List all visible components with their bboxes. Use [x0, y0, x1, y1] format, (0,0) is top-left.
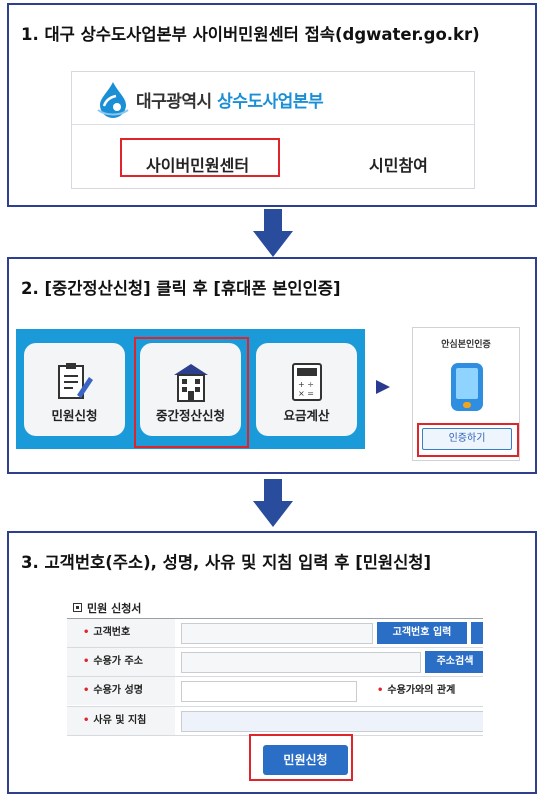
tile-label: 중간정산신청	[155, 408, 225, 423]
form-row-name: •수용가 성명 •수용가와의 관계	[67, 677, 483, 707]
field-label: •수용가 성명	[67, 677, 175, 705]
step3-title: 3. 고객번호(주소), 성명, 사유 및 지침 입력 후 [민원신청]	[21, 553, 432, 572]
service-menu-band: 민원신청 중간정산신청 + ÷ × = 요금계산	[16, 329, 365, 449]
relationship-label: •수용가와의 관계	[377, 685, 456, 696]
logo-org: 상수도사업본부	[217, 92, 324, 112]
form-title: 민원 신청서	[87, 602, 142, 615]
form-row-address: •수용가 주소 주소검색	[67, 648, 483, 677]
water-drop-logo-icon	[97, 82, 129, 118]
identity-auth-card: 안심본인인증 인증하기	[412, 327, 520, 461]
svg-text:× =: × =	[298, 389, 314, 398]
submit-civil-request-button[interactable]: 민원신청	[263, 745, 348, 775]
step2-panel: 2. [중간정산신청] 클릭 후 [휴대폰 본인인증] 민원신청	[7, 257, 537, 474]
form-row-customer-number: •고객번호 고객번호 입력	[67, 619, 483, 648]
extra-button-edge[interactable]	[471, 622, 483, 644]
customer-name-input[interactable]	[181, 681, 357, 702]
nav-cyber-civil-center[interactable]: 사이버민원센터	[146, 156, 250, 175]
tile-label: 민원신청	[51, 408, 98, 423]
tile-civil-request[interactable]: 민원신청	[24, 343, 125, 436]
highlight-box-auth-button	[417, 423, 519, 457]
site-logo-text[interactable]: 대구광역시 상수도사업본부	[136, 87, 324, 112]
customer-number-input[interactable]	[181, 623, 373, 644]
form-header: 민원 신청서	[67, 597, 483, 619]
step3-panel: 3. 고객번호(주소), 성명, 사유 및 지침 입력 후 [민원신청] 민원 …	[7, 531, 537, 794]
customer-number-button[interactable]: 고객번호 입력	[377, 622, 467, 644]
form-row-reason: •사유 및 지침	[67, 707, 483, 736]
smartphone-icon	[451, 363, 483, 411]
form-bullet-icon	[73, 603, 82, 612]
field-label: •고객번호	[67, 619, 175, 647]
step1-panel: 1. 대구 상수도사업본부 사이버민원센터 접속(dgwater.go.kr) …	[7, 3, 537, 207]
calculator-icon: + ÷ × =	[292, 363, 322, 401]
site-header: 대구광역시 상수도사업본부 사이버민원센터 시민참여	[71, 71, 475, 189]
down-arrow-icon	[253, 479, 293, 527]
building-icon	[174, 364, 208, 402]
down-arrow-icon	[253, 209, 293, 257]
civil-request-form: 민원 신청서 •고객번호 고객번호 입력 •수용가 주소 주소검색 •수용가 성…	[67, 597, 483, 787]
svg-text:+ ÷: + ÷	[298, 380, 314, 389]
header-divider	[72, 124, 474, 125]
address-input[interactable]	[181, 652, 421, 673]
highlight-box-interim-settlement	[134, 337, 249, 448]
field-label: •사유 및 지침	[67, 707, 175, 735]
field-label: •수용가 주소	[67, 648, 175, 676]
step1-title: 1. 대구 상수도사업본부 사이버민원센터 접속(dgwater.go.kr)	[21, 25, 480, 44]
nav-citizen-participation[interactable]: 시민참여	[369, 156, 428, 175]
step2-title: 2. [중간정산신청] 클릭 후 [휴대폰 본인인증]	[21, 279, 341, 298]
highlight-box-cyber-center	[120, 138, 280, 177]
logo-city: 대구광역시	[136, 92, 212, 112]
highlight-box-submit	[249, 734, 353, 781]
tile-interim-settlement[interactable]: 중간정산신청	[140, 343, 241, 436]
clipboard-pen-icon	[58, 363, 93, 399]
auth-card-title: 안심본인인증	[441, 340, 491, 350]
authenticate-button[interactable]: 인증하기	[422, 428, 512, 450]
reason-input[interactable]	[181, 711, 483, 732]
play-arrow-icon	[376, 380, 390, 394]
address-search-button[interactable]: 주소검색	[425, 651, 483, 673]
tile-label: 요금계산	[283, 408, 330, 423]
tile-fee-calculation[interactable]: + ÷ × = 요금계산	[256, 343, 357, 436]
